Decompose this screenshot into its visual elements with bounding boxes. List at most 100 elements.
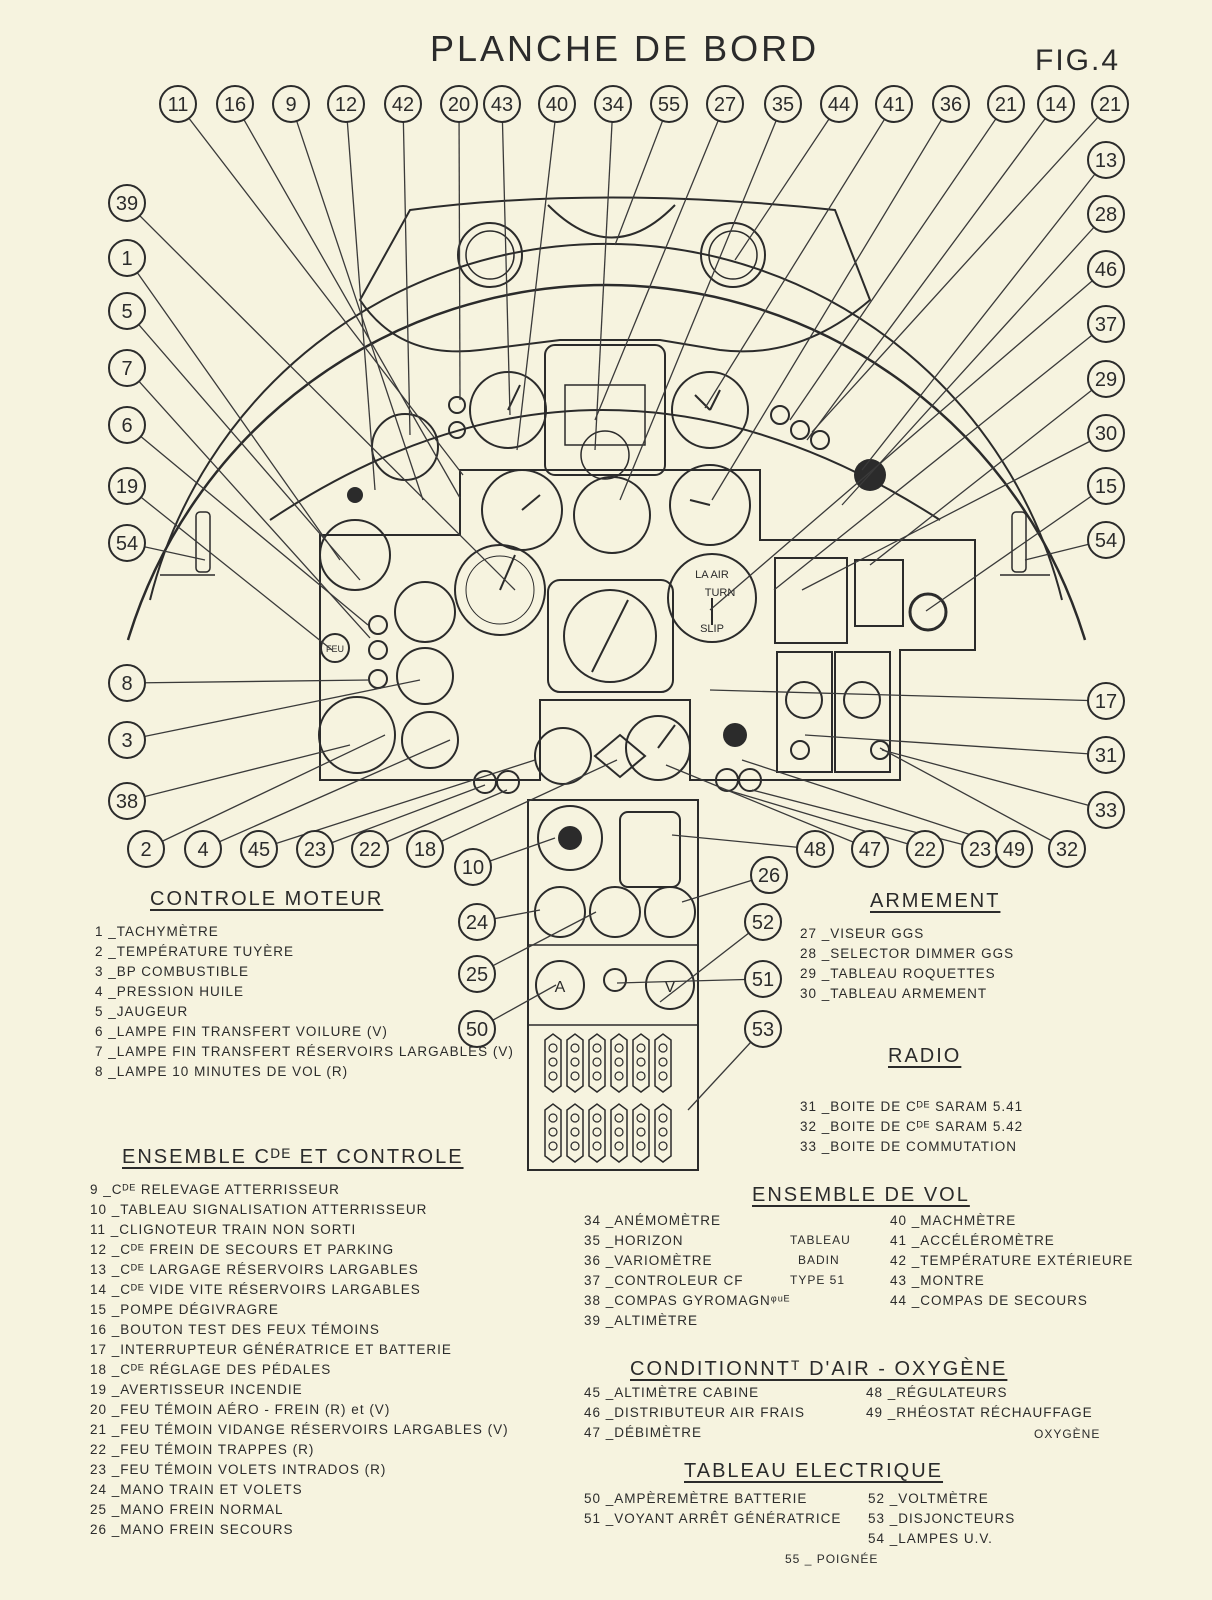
callout-6: 6 — [108, 406, 146, 444]
leader-line-5 — [126, 310, 361, 581]
bracket-label-3: TYPE 51 — [790, 1273, 846, 1287]
cabin-altimeter — [534, 727, 592, 785]
callout-21: 21 — [987, 85, 1025, 123]
legend-item-37: 37CONTROLEUR CF — [584, 1271, 790, 1291]
callout-number: 13 — [1095, 150, 1117, 172]
callout-19: 19 — [108, 467, 146, 505]
legend-text: VARIOMÈTRE — [614, 1253, 713, 1268]
legend-number: 46 — [584, 1403, 614, 1423]
legend-item-50: 50AMPÈREMÈTRE BATTERIE — [584, 1489, 841, 1509]
legend-item-13: 13Cᴰᴱ LARGAGE RÉSERVOIRS LARGABLES — [90, 1260, 509, 1280]
legend-number: 53 — [868, 1509, 898, 1529]
callout-26: 26 — [750, 856, 788, 894]
callout-31: 31 — [1087, 736, 1125, 774]
callout-7: 7 — [108, 349, 146, 387]
leader-line-4 — [202, 739, 451, 850]
armament-panel — [774, 557, 848, 644]
callout-number: 31 — [1095, 745, 1117, 767]
leader-line-18 — [424, 759, 618, 850]
leader-line-47 — [665, 764, 871, 850]
legend-text: MACHMÈTRE — [920, 1213, 1017, 1228]
legend-number: 52 — [868, 1489, 898, 1509]
legend-number: 23 — [90, 1460, 120, 1480]
ensemble-vol-list-left: 34ANÉMOMÈTRE35HORIZON36VARIOMÈTRE37CONTR… — [584, 1211, 790, 1331]
fire-warning-label: FEU — [326, 644, 344, 654]
callout-13: 13 — [1087, 141, 1125, 179]
ammeter — [535, 960, 585, 1010]
legend-text: RHÉOSTAT RÉCHAUFFAGE — [896, 1405, 1093, 1420]
callout-17: 17 — [1087, 682, 1125, 720]
callout-number: 8 — [121, 673, 132, 695]
legend-text: BOITE DE Cᴰᴱ SARAM 5.41 — [830, 1099, 1024, 1114]
legend-item-14: 14Cᴰᴱ VIDE VITE RÉSERVOIRS LARGABLES — [90, 1280, 509, 1300]
callout-46: 46 — [1087, 250, 1125, 288]
generator-switch — [723, 723, 747, 747]
legend-text: FEU TÉMOIN VOLETS INTRADOS (R) — [120, 1462, 387, 1477]
legend-item-31: 31BOITE DE Cᴰᴱ SARAM 5.41 — [800, 1097, 1023, 1117]
callout-number: 49 — [1003, 839, 1025, 861]
legend-text: TEMPÉRATURE EXTÉRIEURE — [920, 1253, 1134, 1268]
legend-number: 32 — [800, 1117, 830, 1137]
callout-47: 47 — [851, 830, 889, 868]
lamp-22-left — [496, 770, 520, 794]
gear-flap-pressure — [534, 886, 586, 938]
legend-item-52: 52VOLTMÈTRE — [868, 1489, 1015, 1509]
leader-line-39 — [126, 202, 516, 591]
legend-text: TABLEAU SIGNALISATION ATTERRISSEUR — [120, 1202, 428, 1217]
circuit-breaker — [588, 1103, 606, 1163]
callout-11: 11 — [159, 85, 197, 123]
tableau-electrique-list-right: 52VOLTMÈTRE53DISJONCTEURS54LAMPES U.V. — [868, 1489, 1015, 1549]
leader-line-1 — [126, 257, 341, 561]
circuit-breaker — [632, 1103, 650, 1163]
normal-brake-pressure — [589, 886, 641, 938]
callout-36: 36 — [932, 85, 970, 123]
landing-gear-indicator — [537, 805, 603, 871]
callout-28: 28 — [1087, 195, 1125, 233]
leader-line-22 — [369, 789, 508, 850]
leader-lines — [126, 103, 1111, 1111]
leader-line-40 — [516, 103, 558, 451]
callout-number: 21 — [995, 94, 1017, 116]
leader-line-27 — [594, 103, 726, 421]
callout-number: 55 — [658, 94, 680, 116]
legend-number: 40 — [890, 1211, 920, 1231]
legend-text: PRESSION HUILE — [116, 984, 245, 999]
callout-29: 29 — [1087, 360, 1125, 398]
leader-line-42 — [402, 103, 411, 436]
legend-number: 10 — [90, 1200, 120, 1220]
legend-number: 36 — [584, 1251, 614, 1271]
callout-number: 14 — [1045, 94, 1067, 116]
leader-line-30 — [801, 432, 1107, 591]
callout-33: 33 — [1087, 791, 1125, 829]
windshield-circle-left — [457, 222, 523, 288]
legend-number: 43 — [890, 1271, 920, 1291]
callout-23: 23 — [961, 830, 999, 868]
legend-number: 25 — [90, 1500, 120, 1520]
callout-number: 43 — [491, 94, 513, 116]
callout-number: 46 — [1095, 259, 1117, 281]
legend-text: HORIZON — [614, 1233, 684, 1248]
legend-item-19: 19AVERTISSEUR INCENDIE — [90, 1380, 509, 1400]
callout-12: 12 — [327, 85, 365, 123]
legend-item-42: 42TEMPÉRATURE EXTÉRIEURE — [890, 1251, 1133, 1271]
callout-2: 2 — [127, 830, 165, 868]
controle-moteur-list: 1TACHYMÈTRE2TEMPÉRATURE TUYÈRE3BP COMBUS… — [95, 922, 514, 1082]
legend-number: 51 — [584, 1509, 614, 1529]
section-title-ensemble-vol: ENSEMBLE DE VOL — [752, 1184, 970, 1206]
warning-lamp-14 — [810, 430, 830, 450]
legend-text: BOITE DE COMMUTATION — [830, 1139, 1018, 1154]
legend-number: 2 — [95, 942, 117, 962]
legend-text: ANÉMOMÈTRE — [614, 1213, 722, 1228]
legend-number: 48 — [866, 1383, 896, 1403]
legend-text: MANO TRAIN ET VOLETS — [120, 1482, 303, 1497]
legend-item-27: 27VISEUR GGS — [800, 924, 1014, 944]
legend-text: VISEUR GGS — [830, 926, 925, 941]
section-title-radio: RADIO — [888, 1045, 962, 1067]
callout-number: 7 — [121, 358, 132, 380]
bracket-label-1: TABLEAU — [790, 1233, 851, 1247]
legend-item-39: 39ALTIMÈTRE — [584, 1311, 790, 1331]
altimeter — [454, 544, 546, 636]
legend-number: 17 — [90, 1340, 120, 1360]
callout-number: 17 — [1095, 691, 1117, 713]
